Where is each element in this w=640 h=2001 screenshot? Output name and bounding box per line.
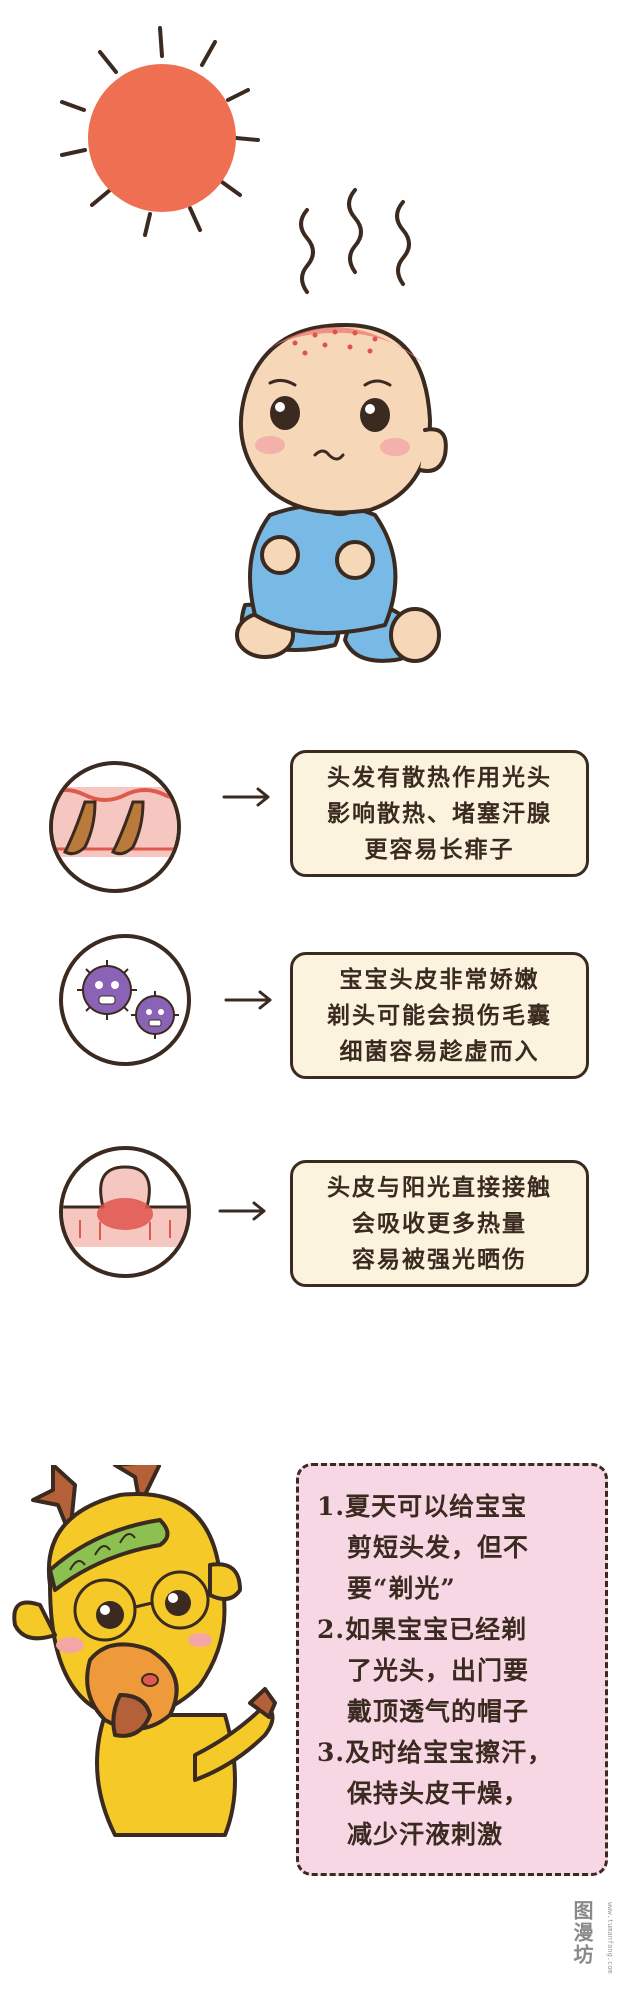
arrow-right-icon: [218, 1201, 266, 1221]
skin-burn-icon: [59, 1146, 191, 1278]
arrow-right-icon: [224, 990, 272, 1010]
tip-line: 保持头皮干燥，: [347, 1779, 530, 1808]
card-line: 头皮与阳光直接接触: [327, 1173, 552, 1201]
tip-line: 要“剃光”: [347, 1574, 456, 1603]
tip-line: 2.如果宝宝已经剃: [317, 1615, 528, 1644]
card-line: 宝宝头皮非常娇嫩: [339, 965, 540, 993]
info-card-heat: 头发有散热作用光头 影响散热、堵塞汗腺 更容易长痱子: [290, 750, 589, 877]
tip-line: 减少汗液刺激: [347, 1820, 504, 1849]
sweat-gland-icon: [49, 761, 181, 893]
tips-box: 1.夏天可以给宝宝 剪短头发，但不 要“剃光” 2.如果宝宝已经剃 了光头，出门…: [296, 1463, 608, 1876]
tip-line: 戴顶透气的帽子: [347, 1697, 530, 1726]
bald-baby-illustration: [235, 323, 448, 663]
sun-illustration: [60, 26, 260, 237]
tip-line: 1.夏天可以给宝宝: [317, 1492, 528, 1521]
card-line: 容易被强光晒伤: [352, 1245, 527, 1273]
watermark-logo: 图漫坊 www.tumanfang.com: [566, 1898, 620, 1994]
info-card-scalp: 宝宝头皮非常娇嫩 剃头可能会损伤毛囊 细菌容易趁虚而入: [290, 952, 589, 1079]
info-card-sun: 头皮与阳光直接接触 会吸收更多热量 容易被强光晒伤: [290, 1160, 589, 1287]
watermark-url: www.tumanfang.com: [606, 1902, 614, 1974]
arrow-right-icon: [222, 787, 270, 807]
watermark-text: 图漫坊: [570, 1900, 594, 1966]
card-line: 细菌容易趁虚而入: [339, 1037, 540, 1065]
bacteria-icon: [59, 934, 191, 1066]
card-line: 影响散热、堵塞汗腺: [327, 799, 552, 827]
tip-line: 3.及时给宝宝擦汗，: [317, 1738, 554, 1767]
heat-lines-icon: [299, 188, 411, 294]
giraffe-mascot-illustration: [12, 1465, 277, 1837]
card-line: 更容易长痱子: [364, 835, 515, 863]
card-line: 会吸收更多热量: [352, 1209, 527, 1237]
tip-line: 了光头，出门要: [347, 1656, 530, 1685]
card-line: 剃头可能会损伤毛囊: [327, 1001, 552, 1029]
tip-line: 剪短头发，但不: [347, 1533, 530, 1562]
card-line: 头发有散热作用光头: [327, 763, 552, 791]
